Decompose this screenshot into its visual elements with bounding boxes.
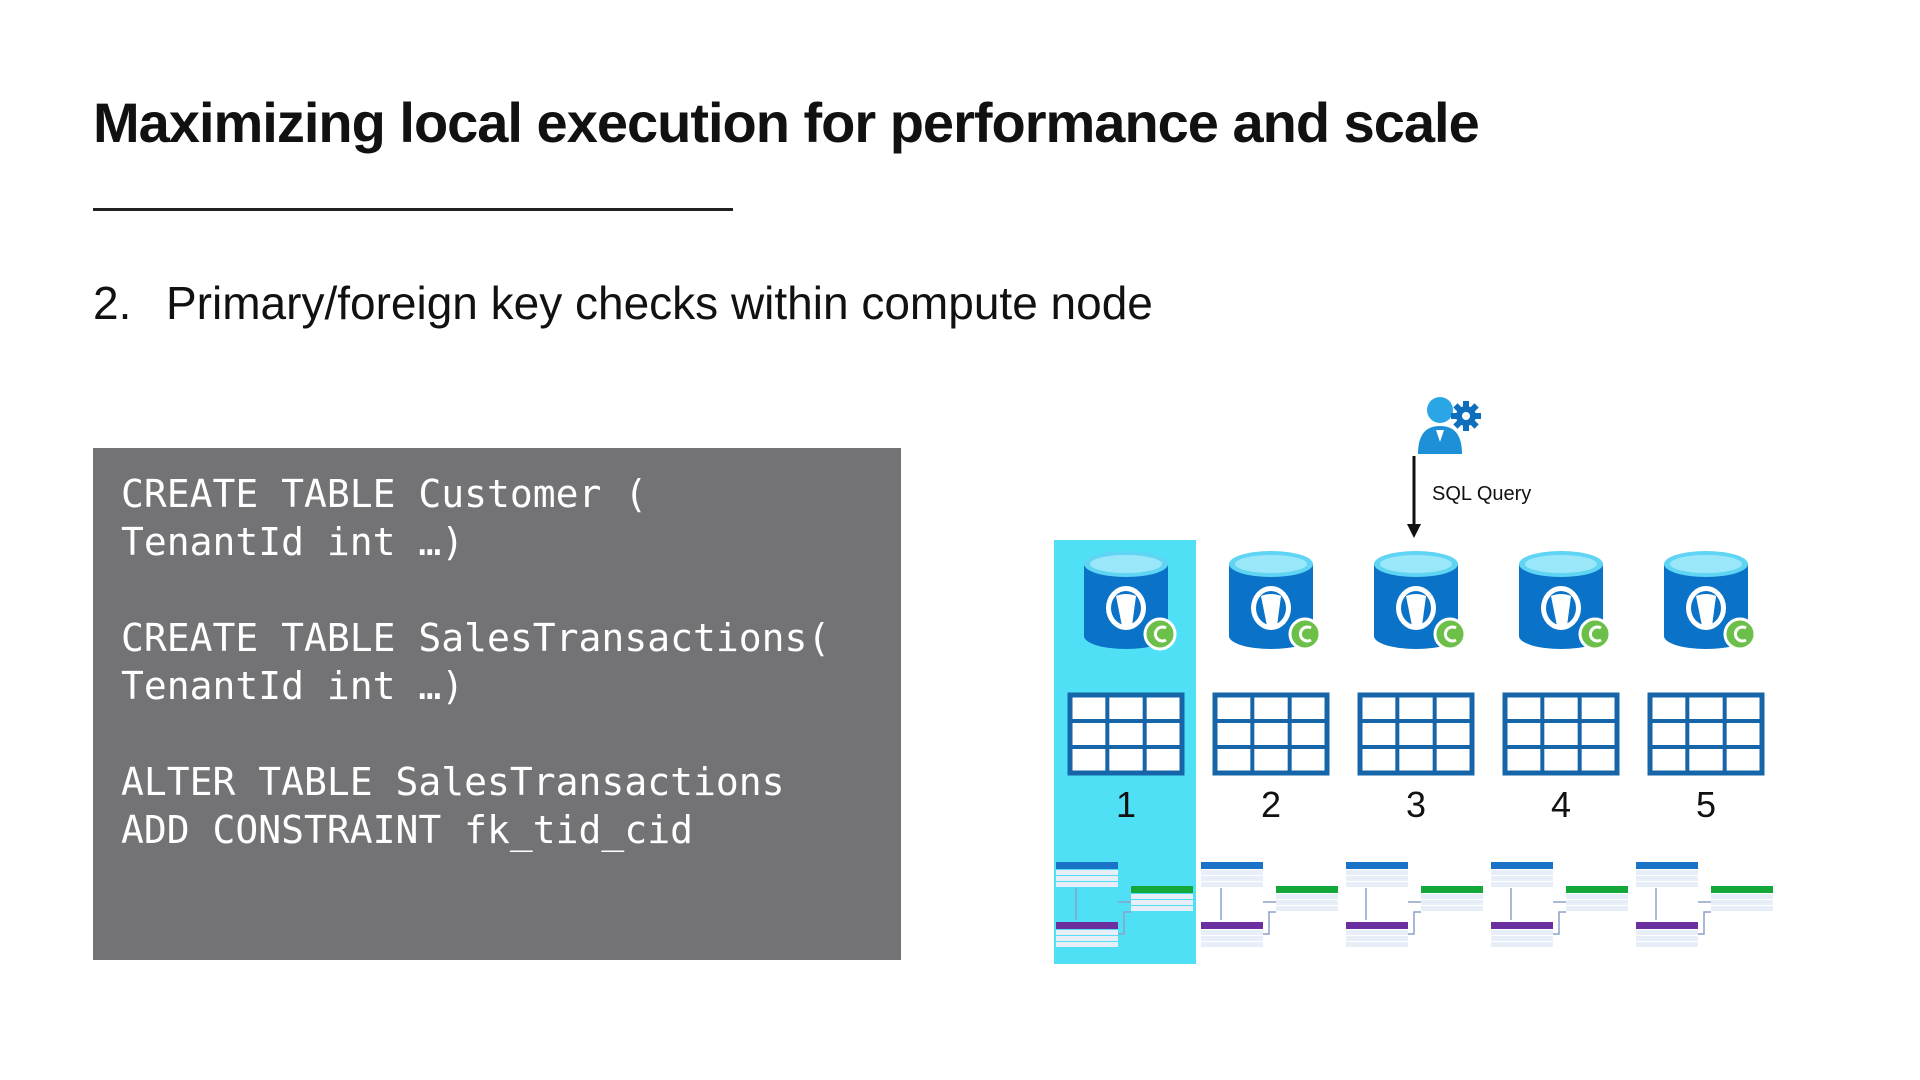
title-underline [93, 208, 733, 211]
table-grid-icon [1212, 692, 1330, 776]
node-number-label: 4 [1551, 784, 1571, 825]
cluster-diagram: SQL Query 1 2 3 4 5 [1000, 370, 1800, 990]
schema-mini-diagram-icon [1056, 862, 1193, 947]
code-line: CREATE TABLE SalesTransactions( [121, 616, 831, 660]
code-line: CREATE TABLE Customer ( [121, 472, 648, 516]
schema-mini-diagram-icon [1636, 862, 1773, 947]
node-number-label: 3 [1406, 784, 1426, 825]
code-line: ADD CONSTRAINT fk_tid_cid [121, 808, 693, 852]
nodes-layer: 1 2 3 4 5 [1056, 551, 1773, 947]
sql-query-label: SQL Query [1432, 483, 1531, 505]
admin-user-gear-icon [1418, 397, 1481, 454]
cluster-diagram-canvas: SQL Query 1 2 3 4 5 [1054, 397, 1773, 964]
bullet-point: 2. Primary/foreign key checks within comp… [93, 276, 1153, 330]
node-1: 1 [1056, 551, 1193, 947]
slide-title: Maximizing local execution for performan… [93, 91, 1480, 154]
point-number: 2. [93, 277, 132, 329]
code-line: ALTER TABLE SalesTransactions [121, 760, 785, 804]
node-number-label: 5 [1696, 784, 1716, 825]
point-text: Primary/foreign key checks within comput… [166, 277, 1153, 329]
node-3: 3 [1346, 551, 1483, 947]
table-grid-icon [1067, 692, 1185, 776]
table-grid-icon [1502, 692, 1620, 776]
schema-mini-diagram-icon [1346, 862, 1483, 947]
table-grid-icon [1647, 692, 1765, 776]
postgresql-database-icon [1229, 551, 1322, 651]
node-number-label: 1 [1116, 784, 1136, 825]
node-5: 5 [1636, 551, 1773, 947]
schema-mini-diagram-icon [1201, 862, 1338, 947]
node-4: 4 [1491, 551, 1628, 947]
table-grid-icon [1357, 692, 1475, 776]
postgresql-database-icon [1664, 551, 1757, 651]
postgresql-database-icon [1519, 551, 1612, 651]
postgresql-database-icon [1084, 551, 1177, 651]
node-2: 2 [1201, 551, 1338, 947]
node-number-label: 2 [1261, 784, 1281, 825]
code-block: CREATE TABLE Customer ( TenantId int …) … [93, 448, 901, 960]
query-arrow [1407, 456, 1421, 538]
schema-mini-diagram-icon [1491, 862, 1628, 947]
code-line: TenantId int …) [121, 664, 465, 708]
code-line: TenantId int …) [121, 520, 465, 564]
postgresql-database-icon [1374, 551, 1467, 651]
